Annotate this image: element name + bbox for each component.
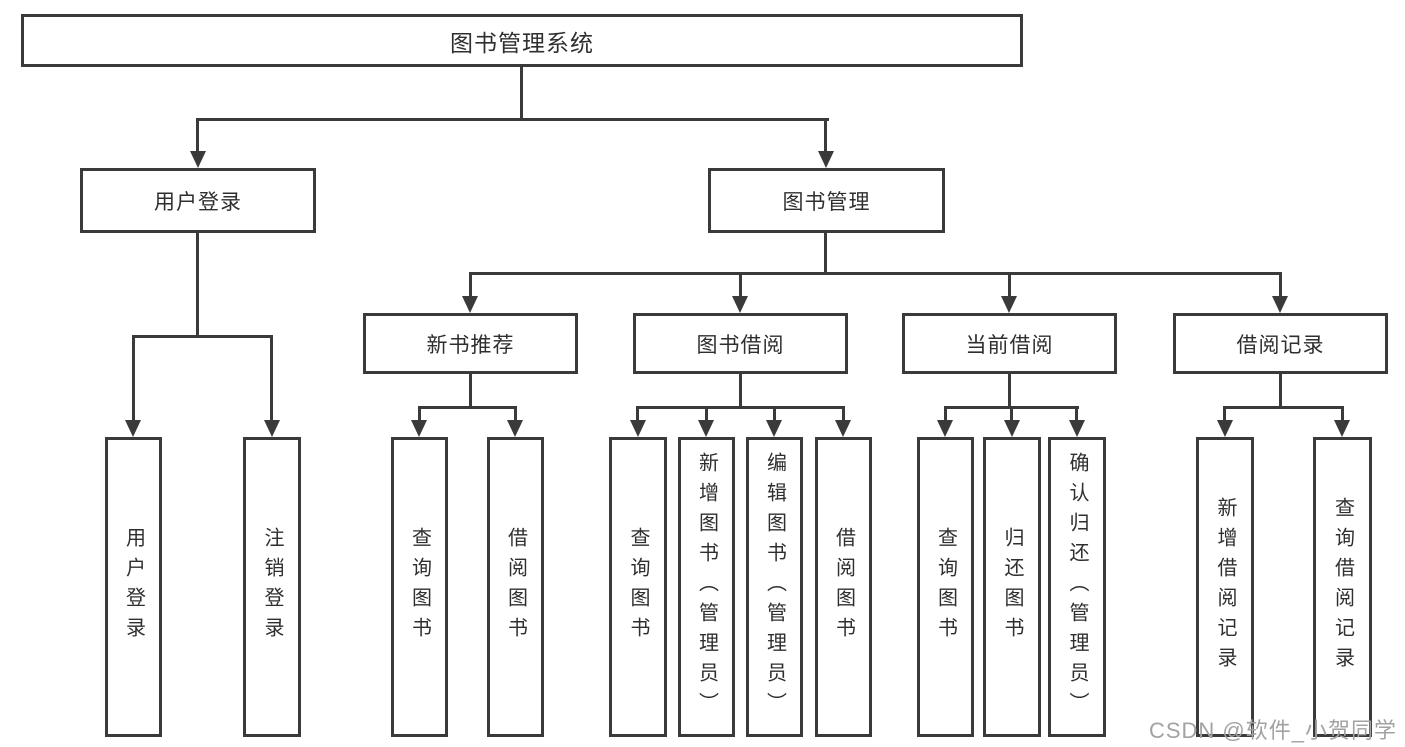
connector-line bbox=[132, 335, 135, 421]
leaf-edit-books-admin: 编辑图书（管理员） bbox=[746, 437, 803, 737]
leaf-query-borrow-record: 查询借阅记录 bbox=[1313, 437, 1372, 737]
leaf-query-books-current: 查询图书 bbox=[917, 437, 974, 737]
connector-line bbox=[418, 406, 517, 409]
arrow-down-icon bbox=[190, 151, 206, 168]
connector-line bbox=[824, 118, 827, 153]
leaf-add-books-admin: 新增图书（管理员） bbox=[678, 437, 735, 737]
arrow-down-icon bbox=[507, 420, 523, 437]
connector-line bbox=[196, 233, 199, 335]
arrow-down-icon bbox=[766, 420, 782, 437]
leaf-borrow-books: 借阅图书 bbox=[815, 437, 872, 737]
node-current-borrow: 当前借阅 bbox=[902, 313, 1117, 374]
connector-line bbox=[842, 406, 845, 422]
watermark-text: CSDN @软件_小贺同学 bbox=[1148, 718, 1397, 743]
leaf-user-login: 用户登录 bbox=[105, 437, 162, 737]
leaf-query-books-borrow: 查询图书 bbox=[609, 437, 667, 737]
connector-line bbox=[520, 66, 523, 118]
connector-line bbox=[1223, 406, 1226, 422]
arrow-down-icon bbox=[1069, 420, 1085, 437]
arrow-down-icon bbox=[835, 420, 851, 437]
leaf-borrow-books-recommend: 借阅图书 bbox=[487, 437, 544, 737]
leaf-return-books: 归还图书 bbox=[983, 437, 1041, 737]
connector-line bbox=[514, 406, 517, 422]
connector-line bbox=[636, 406, 845, 409]
node-book-borrow: 图书借阅 bbox=[633, 313, 848, 374]
connector-line bbox=[469, 272, 472, 298]
connector-line bbox=[1008, 374, 1011, 406]
connector-line bbox=[469, 374, 472, 406]
arrow-down-icon bbox=[698, 420, 714, 437]
arrow-down-icon bbox=[818, 151, 834, 168]
leaf-query-books-recommend: 查询图书 bbox=[391, 437, 448, 737]
arrow-down-icon bbox=[125, 420, 141, 437]
arrow-down-icon bbox=[630, 420, 646, 437]
connector-line bbox=[1279, 272, 1282, 298]
node-book-management: 图书管理 bbox=[708, 168, 945, 233]
leaf-add-borrow-record: 新增借阅记录 bbox=[1196, 437, 1254, 737]
arrow-down-icon bbox=[1001, 296, 1017, 313]
arrow-down-icon bbox=[1004, 420, 1020, 437]
connector-line bbox=[1341, 406, 1344, 422]
connector-line bbox=[824, 233, 827, 272]
connector-line bbox=[418, 406, 421, 422]
arrow-down-icon bbox=[411, 420, 427, 437]
arrow-down-icon bbox=[1272, 296, 1288, 313]
connector-line bbox=[739, 272, 742, 298]
connector-line bbox=[705, 406, 708, 422]
connector-line bbox=[132, 335, 273, 338]
leaf-logout: 注销登录 bbox=[243, 437, 301, 737]
connector-line bbox=[739, 374, 742, 406]
connector-line bbox=[1075, 406, 1078, 422]
connector-line bbox=[1279, 374, 1282, 406]
connector-line bbox=[636, 406, 639, 422]
connector-line bbox=[773, 406, 776, 422]
arrow-down-icon bbox=[732, 296, 748, 313]
node-new-book-recommend: 新书推荐 bbox=[363, 313, 578, 374]
connector-line bbox=[1010, 406, 1013, 422]
node-borrow-records: 借阅记录 bbox=[1173, 313, 1388, 374]
connector-line bbox=[1008, 272, 1011, 298]
arrow-down-icon bbox=[937, 420, 953, 437]
arrow-down-icon bbox=[462, 296, 478, 313]
connector-line bbox=[196, 118, 199, 153]
connector-line bbox=[196, 118, 829, 121]
connector-line bbox=[469, 272, 1282, 275]
connector-line bbox=[270, 335, 273, 421]
node-library-management-system: 图书管理系统 bbox=[21, 14, 1023, 67]
arrow-down-icon bbox=[1217, 420, 1233, 437]
connector-line bbox=[944, 406, 947, 422]
arrow-down-icon bbox=[264, 420, 280, 437]
connector-line bbox=[1223, 406, 1344, 409]
arrow-down-icon bbox=[1334, 420, 1350, 437]
node-user-login: 用户登录 bbox=[80, 168, 316, 233]
leaf-confirm-return-admin: 确认归还（管理员） bbox=[1048, 437, 1106, 737]
